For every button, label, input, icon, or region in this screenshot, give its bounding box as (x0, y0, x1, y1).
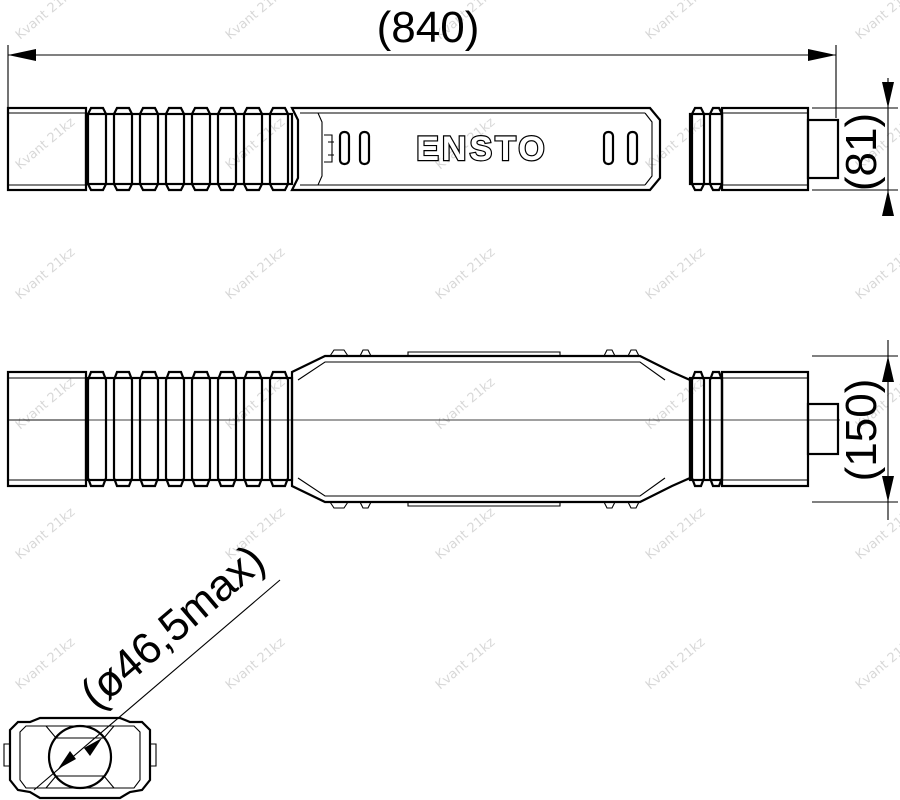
corrugation-rib (190, 106, 212, 192)
corrugation-rib (112, 106, 134, 192)
junction-body: ENSTO (290, 106, 662, 192)
height-dimension: (81) (812, 78, 898, 216)
corrugation-rib (138, 370, 160, 488)
watermark-text: Kvant 21kz (643, 635, 708, 693)
corrugation-rib (164, 370, 186, 488)
watermark-text: Kvant 21kz (643, 245, 708, 303)
length-dimension: (840) (7, 3, 837, 118)
watermark-text: Kvant 21kz (643, 0, 708, 43)
corrugation-rib (86, 370, 108, 488)
watermark-text: Kvant 21kz (13, 635, 78, 693)
corrugation-rib (242, 370, 264, 488)
plan-view: (150) (6, 340, 898, 520)
corrugation-rib (216, 370, 238, 488)
watermark-text: Kvant 21kz (433, 505, 498, 563)
watermark-text: Kvant 21kz (223, 375, 288, 433)
watermark-text: Kvant 21kz (13, 375, 78, 433)
watermark-text: Kvant 21kz (853, 0, 900, 43)
watermark-text: Kvant 21kz (13, 245, 78, 303)
watermark-text: Kvant 21kz (223, 635, 288, 693)
watermark-text: Kvant 21kz (853, 245, 900, 303)
watermark-text: Kvant 21kz (853, 635, 900, 693)
height-label: (81) (837, 113, 886, 191)
corrugation-rib (138, 106, 160, 192)
watermark-text: Kvant 21kz (853, 505, 900, 563)
corrugation-rib (708, 370, 724, 488)
width-dimension: (150) (812, 340, 898, 520)
watermark-text: Kvant 21kz (13, 115, 78, 173)
corrugation-rib (164, 106, 186, 192)
watermark-text: Kvant 21kz (13, 505, 78, 563)
corrugation-rib (86, 106, 108, 192)
diameter-label: (ø46,5max) (71, 535, 274, 718)
corrugation-rib (690, 106, 706, 192)
watermark-text: Kvant 21kz (223, 245, 288, 303)
corrugation-rib (690, 370, 706, 488)
watermark-text: Kvant 21kz (433, 375, 498, 433)
corrugation-rib (268, 106, 290, 192)
watermark-text: Kvant 21kz (643, 505, 708, 563)
watermark-text: Kvant 21kz (13, 0, 78, 43)
corrugation-rib (216, 106, 238, 192)
watermark-text: Kvant 21kz (223, 0, 288, 43)
corrugation-rib (190, 370, 212, 488)
watermark-text: Kvant 21kz (223, 115, 288, 173)
brand-logo: ENSTO (416, 130, 548, 168)
corrugation-core (84, 112, 294, 186)
watermark-text: Kvant 21kz (433, 635, 498, 693)
length-label: (840) (377, 3, 480, 52)
left-corrugation-plan (84, 370, 294, 488)
width-label: (150) (837, 379, 886, 482)
watermark-text: Kvant 21kz (433, 245, 498, 303)
watermark-text: Kvant 21kz (643, 375, 708, 433)
corrugation-rib (242, 106, 264, 192)
top-view: (840) ENSTO (6, 3, 898, 216)
watermark-text: Kvant 21kz (643, 115, 708, 173)
corrugation-rib (112, 370, 134, 488)
corrugation-rib (268, 370, 290, 488)
corrugation-rib (708, 106, 724, 192)
left-corrugation (84, 106, 294, 192)
